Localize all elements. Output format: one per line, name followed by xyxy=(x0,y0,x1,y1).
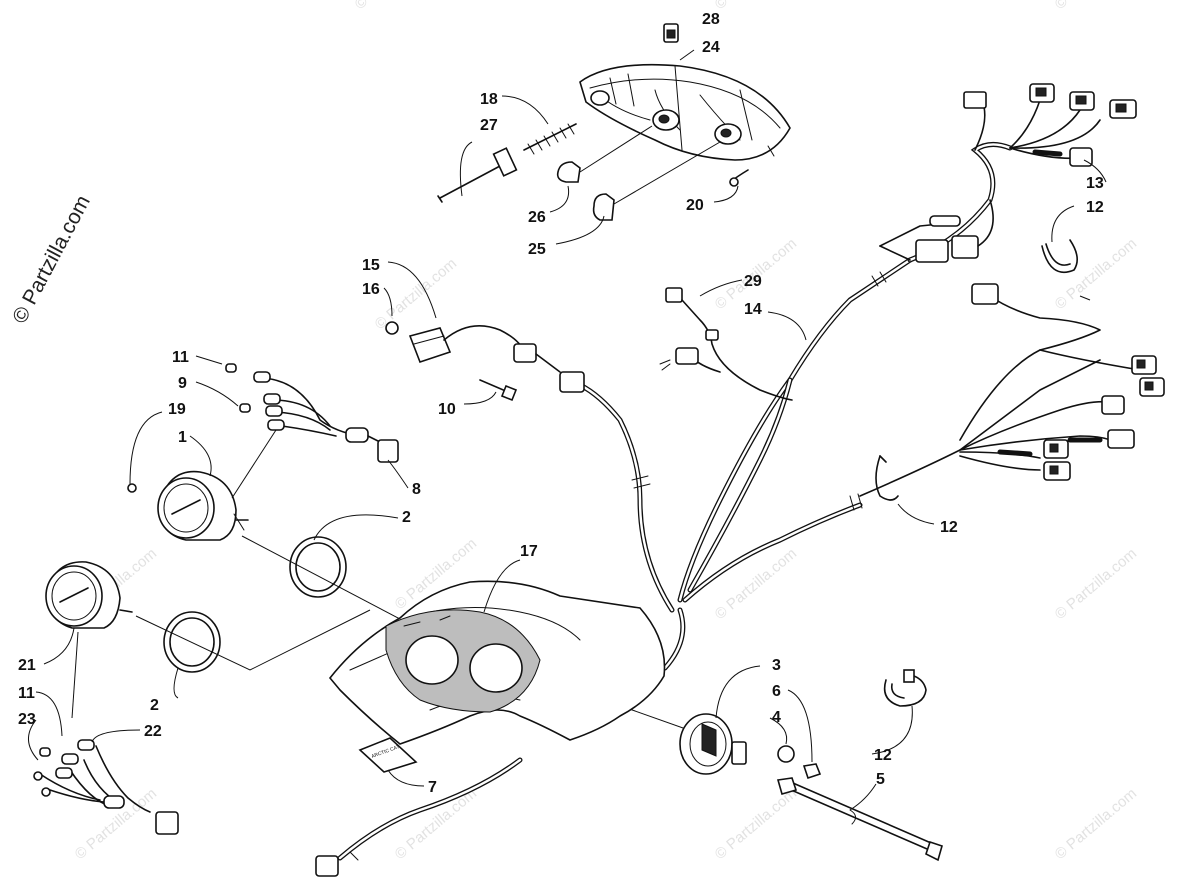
watermark-text: © Partzilla.com xyxy=(1052,785,1140,863)
lower-cable xyxy=(315,757,523,877)
copyright-text: © Partzilla.com xyxy=(8,192,95,328)
watermark-text: © Partzilla.com xyxy=(1052,545,1140,623)
callout-labels: 28 24 18 27 26 25 20 15 16 10 29 14 13 1… xyxy=(18,11,1104,796)
callout-3: 3 xyxy=(772,657,781,674)
spring xyxy=(523,123,577,155)
sensor-bracket xyxy=(385,321,585,393)
watermark-text: © Partzilla.com xyxy=(712,785,800,863)
callout-2-upper: 2 xyxy=(402,509,411,526)
warning-decal: ARCTIC CAT xyxy=(358,737,418,773)
washer xyxy=(777,745,795,763)
callout-22: 22 xyxy=(144,723,162,740)
callout-15: 15 xyxy=(362,257,380,274)
watermark-text: © Partzilla.com xyxy=(392,785,480,863)
watermark-text: © Partzilla.com xyxy=(712,0,800,13)
callout-29: 29 xyxy=(744,273,762,290)
callout-6: 6 xyxy=(772,683,781,700)
watermark-text: © Partzilla.com xyxy=(372,255,460,333)
callout-12-lower: 12 xyxy=(874,747,892,764)
callout-13: 13 xyxy=(1086,175,1104,192)
callout-7: 7 xyxy=(428,779,437,796)
callout-28: 28 xyxy=(702,11,720,28)
callout-26: 26 xyxy=(528,209,546,226)
callout-12-middle: 12 xyxy=(940,519,958,536)
callout-11-upper: 11 xyxy=(172,349,189,366)
callout-19: 19 xyxy=(168,401,186,418)
callout-17: 17 xyxy=(520,543,538,560)
callout-27: 27 xyxy=(480,117,498,134)
leader-lines xyxy=(28,49,1107,811)
speedometer-cable xyxy=(776,777,943,862)
watermark-layer: © Partzilla.com © Partzilla.com © Partzill… xyxy=(72,0,1140,863)
main-wiring-harness xyxy=(577,83,1137,671)
speedometer-gauge xyxy=(157,470,249,541)
callout-14: 14 xyxy=(744,301,762,318)
bulb-25 xyxy=(592,141,721,221)
callout-25: 25 xyxy=(528,241,546,258)
nut xyxy=(802,763,822,780)
watermark-text: © Partzilla.com xyxy=(352,0,440,13)
bulb-26 xyxy=(556,125,653,183)
callout-23: 23 xyxy=(18,711,36,728)
callout-9: 9 xyxy=(178,375,187,392)
tachometer-gauge xyxy=(45,561,133,629)
callout-24: 24 xyxy=(702,39,720,56)
callout-10: 10 xyxy=(438,401,456,418)
watermark-text: © Partzilla.com xyxy=(712,545,800,623)
watermark-text: © Partzilla.com xyxy=(1052,235,1140,313)
callout-18: 18 xyxy=(480,91,498,108)
sub-harness xyxy=(659,287,793,401)
cable-tie-upper xyxy=(1041,239,1078,274)
callout-21: 21 xyxy=(18,657,36,674)
gauge-bezel-upper xyxy=(289,536,347,598)
bolt-10 xyxy=(479,379,518,402)
callout-11-lower: 11 xyxy=(18,685,35,702)
callout-4: 4 xyxy=(772,709,781,726)
cable-tie-lower xyxy=(883,669,927,707)
callout-2-lower: 2 xyxy=(150,697,159,714)
lower-gauge-harness xyxy=(33,739,179,835)
callout-5: 5 xyxy=(876,771,885,788)
watermark-text: © Partzilla.com xyxy=(1052,0,1140,13)
gauge-harness xyxy=(127,363,399,499)
dash-panel xyxy=(328,580,666,745)
bulb-20 xyxy=(729,169,749,187)
adjust-screw xyxy=(437,147,518,203)
callout-8: 8 xyxy=(412,481,421,498)
callout-1: 1 xyxy=(178,429,187,446)
speedometer-drive xyxy=(679,713,747,775)
headlight-assembly xyxy=(579,63,791,161)
callout-16: 16 xyxy=(362,281,380,298)
callout-20: 20 xyxy=(686,197,704,214)
right-sub-harness xyxy=(859,283,1165,501)
callout-12-upper: 12 xyxy=(1086,199,1104,216)
